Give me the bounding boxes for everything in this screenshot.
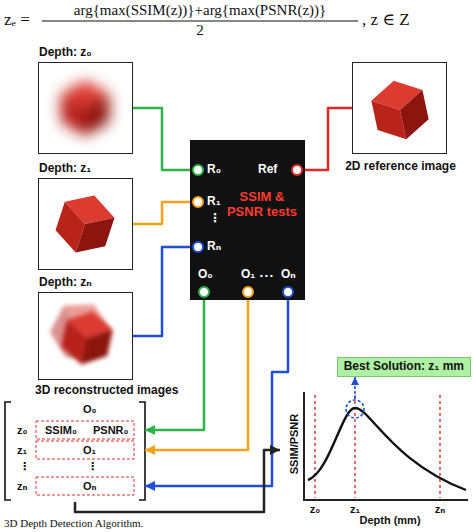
matrix-cell (36, 441, 134, 459)
depth-image-frame: Depth: zₙ (38, 292, 133, 380)
port-dot (199, 287, 209, 297)
result-matrix: O₀ z₀ SSIM₀ PSNR₀ z₁ O₁ ⋮ ⋮ zₙ Oₙ (5, 400, 145, 502)
blurred-cube (61, 80, 110, 136)
blurred-cube (43, 293, 117, 370)
port-label: R₀ (207, 163, 221, 177)
matrix-cell-text: Oₙ (83, 480, 97, 493)
sharp-cube (51, 187, 119, 260)
port-ellipsis: ⋮ (209, 212, 221, 226)
matrix-cell-text: SSIM₀ (45, 424, 77, 437)
depth-marker (314, 395, 315, 498)
port-label: Oₙ (281, 268, 296, 282)
matrix-cell-text: ⋮ (87, 460, 98, 473)
depth-heading: Depth: zₙ (39, 276, 92, 290)
port-label: R₁ (207, 195, 221, 209)
matrix-cell-text: z₀ (17, 424, 27, 437)
depth-marker (354, 395, 355, 498)
depth-image-frame: Depth: z₁ (38, 178, 133, 270)
port-label: Ref (258, 163, 277, 177)
reference-cube (368, 75, 432, 145)
tick-label: zₙ (430, 503, 450, 516)
connector (305, 108, 352, 170)
depth-marker (439, 395, 440, 498)
matrix-cell-text: PSNR₀ (93, 424, 129, 437)
chart-axis (303, 392, 305, 501)
matrix-cell-text: z₁ (17, 444, 27, 457)
matrix-cell (36, 477, 134, 495)
depth-heading: Depth: z₀ (39, 46, 92, 60)
matrix-bracket (5, 402, 11, 500)
matrix-header: O₀ (83, 403, 97, 416)
depth-image-frame: Depth: z₀ (38, 62, 133, 154)
matrix-cell-text: ⋮ (19, 460, 30, 473)
matrix-cell-text: zₙ (17, 480, 28, 493)
chart-axis (303, 499, 468, 501)
formula-term: zₑ = (4, 10, 30, 30)
peak-marker (346, 400, 364, 418)
connector (145, 300, 248, 450)
result-text: Best Solution: z₁ mm (344, 360, 464, 374)
formula-term: , z ∈ Z (362, 10, 410, 30)
axis-title: Depth (mm) (340, 514, 440, 527)
port-label: O₀ (198, 268, 213, 282)
connector (75, 450, 280, 512)
depth-heading: Depth: z₁ (39, 162, 91, 176)
tick-label: z₀ (305, 503, 325, 516)
block-title: SSIM & PSNR tests (226, 190, 298, 220)
formula-denominator: 2 (42, 22, 358, 39)
port-dot (193, 242, 203, 252)
reference-image-frame: 2D reference image (352, 62, 447, 154)
port-label: Rₙ (207, 240, 221, 254)
score-chart: SSIM/PSNR z₀ z₁ zₙDepth (mm) (280, 388, 472, 528)
figure-caption: 3D Depth Detection Algorithm. (4, 517, 143, 530)
port-dot (243, 287, 253, 297)
best-solution-box: Best Solution: z₁ mm (337, 357, 471, 377)
connector (133, 247, 190, 336)
connector (133, 202, 190, 224)
score-curve (308, 408, 466, 490)
test-block: R₀ RefR₁ ⋮ SSIM & PSNR testsRₙO₀ O₁ • • • Oₙ (190, 140, 305, 300)
matrix-cell-text: O₁ (83, 444, 96, 457)
port-dot (193, 165, 203, 175)
reference-caption: 2D reference image (341, 160, 460, 174)
port-label: O₁ (241, 268, 255, 282)
port-ellipsis: • • • (260, 271, 273, 280)
connector (133, 108, 190, 170)
matrix-bracket (139, 402, 145, 500)
group-caption: 3D reconstructed images (35, 384, 178, 398)
formula-numerator: arg{max(SSIM(z))}+arg{max(PSNR(z))} (42, 2, 358, 19)
connector (145, 300, 204, 430)
axis-title: SSIM/PSNR (288, 414, 301, 475)
tick-label: z₁ (345, 503, 365, 516)
port-dot (193, 197, 203, 207)
port-dot (283, 287, 293, 297)
port-dot (292, 165, 302, 175)
matrix-cell (36, 421, 134, 439)
peak-arrow (354, 377, 356, 399)
fraction-bar (42, 20, 358, 21)
